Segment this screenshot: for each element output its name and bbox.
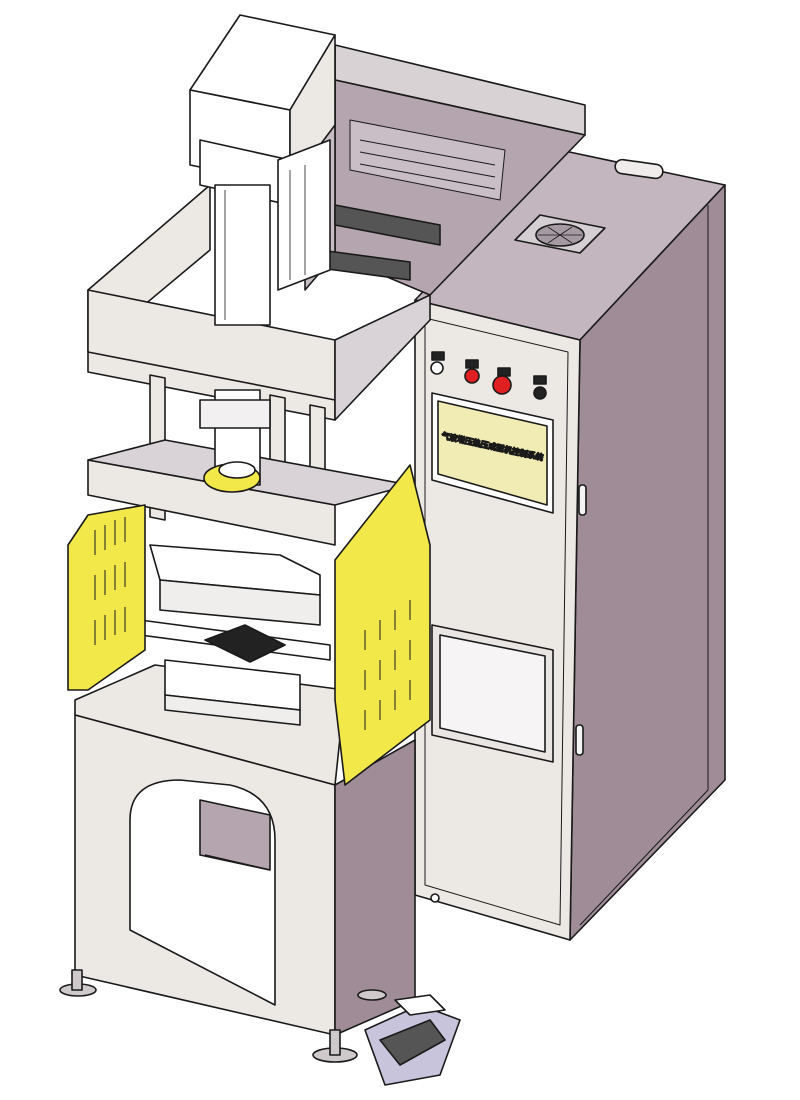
- control-cabinet: 气液增压热压成型机控制系统: [414, 149, 726, 941]
- red-button-1: [464, 368, 480, 384]
- workpiece: [204, 624, 286, 663]
- mold-assembly: [139, 544, 331, 726]
- hmi-screen: 气液增压热压成型机控制系统: [431, 392, 554, 514]
- rear-vent: [349, 119, 506, 201]
- left-safety-guard: [67, 504, 146, 691]
- leveling-feet: [59, 969, 387, 1063]
- door-handle-upper: [578, 484, 587, 516]
- white-selector-button: [430, 361, 444, 375]
- right-safety-guard: [334, 464, 431, 786]
- foot-pedal-icon: [364, 994, 461, 1086]
- red-button-2: [492, 375, 512, 395]
- top-handle-slot: [614, 158, 664, 180]
- black-button: [533, 386, 547, 400]
- cabinet-lock: [430, 893, 440, 903]
- hydraulic-cylinder: [189, 14, 336, 493]
- fan-icon: [514, 214, 606, 254]
- control-buttons: [430, 351, 547, 400]
- door-handle-lower: [575, 724, 584, 756]
- cabinet-window: [431, 624, 554, 763]
